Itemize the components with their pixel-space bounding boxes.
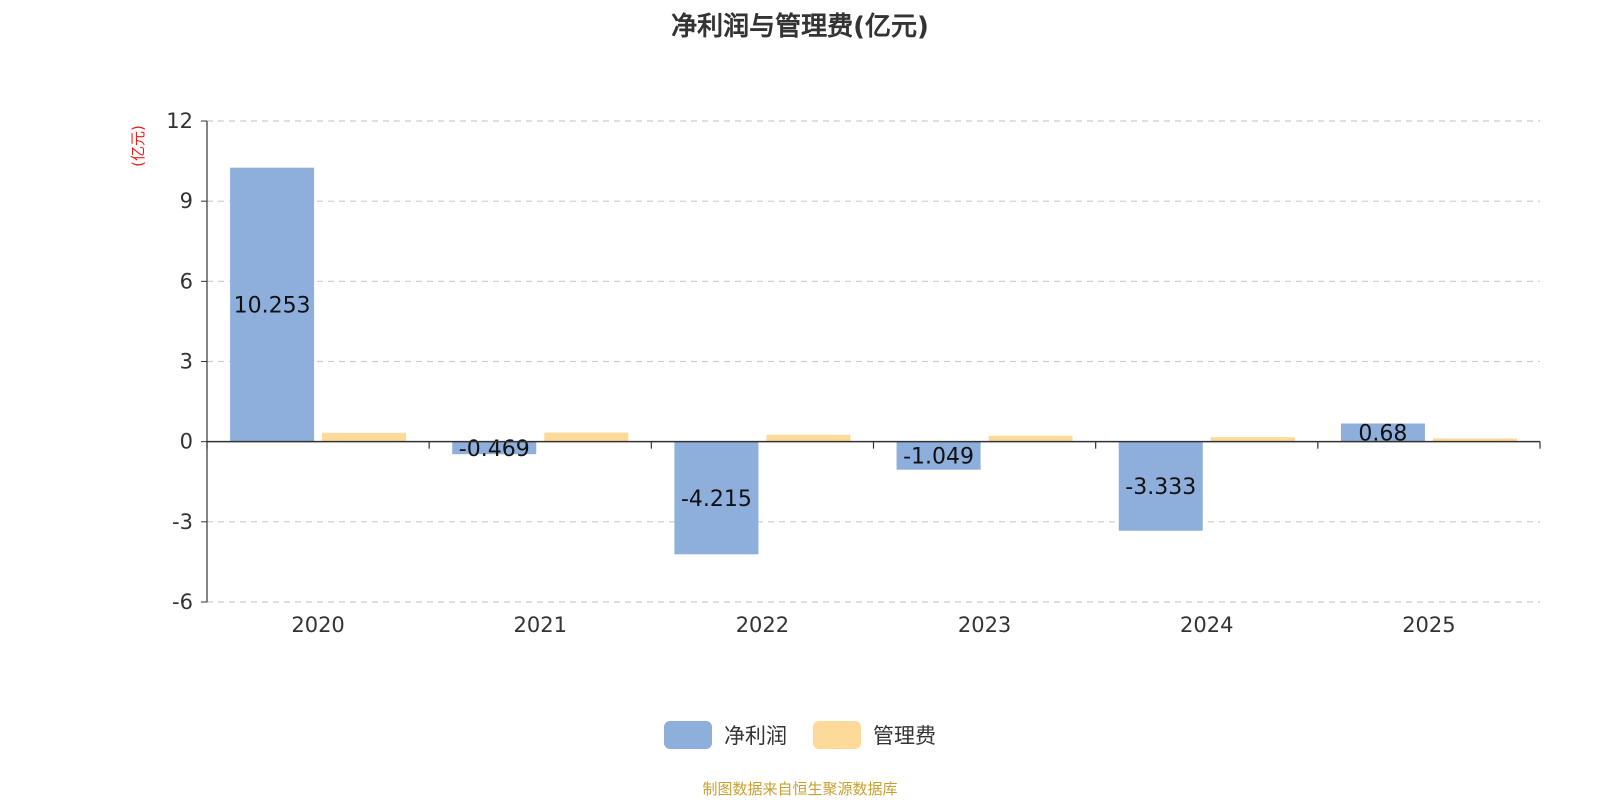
legend: 净利润 管理费 <box>0 720 1600 750</box>
bar-net-profit <box>1340 423 1425 442</box>
bar-admin-expense <box>544 432 629 442</box>
y-tick-label: 3 <box>180 350 193 374</box>
y-axis-unit-label: (亿元) <box>129 125 147 167</box>
y-tick-label: 12 <box>166 109 193 133</box>
legend-swatch-admin-expense <box>813 721 861 749</box>
bar-net-profit <box>452 441 537 455</box>
bar-net-profit <box>1118 441 1203 531</box>
data-label-net-profit: 0.68 <box>1358 422 1407 447</box>
x-tick-label: 2023 <box>958 613 1011 637</box>
y-tick-label: -3 <box>172 510 193 534</box>
y-tick-label: -6 <box>172 590 193 614</box>
data-label-net-profit: -1.049 <box>903 445 974 470</box>
bar-admin-expense <box>1432 438 1517 442</box>
legend-label-admin-expense: 管理费 <box>873 724 936 748</box>
source-note: 制图数据来自恒生聚源数据库 <box>702 780 898 798</box>
y-tick-label: 9 <box>180 189 193 213</box>
bar-net-profit <box>230 167 315 442</box>
data-label-net-profit: 10.253 <box>234 294 311 319</box>
chart-title: 净利润与管理费(亿元) <box>671 12 929 42</box>
x-tick-label: 2022 <box>736 613 789 637</box>
bar-admin-expense <box>1210 437 1295 442</box>
legend-label-net-profit: 净利润 <box>724 724 787 748</box>
bar-admin-expense <box>766 434 851 442</box>
bar-admin-expense <box>322 432 407 442</box>
data-label-net-profit: -4.215 <box>681 487 752 512</box>
x-tick-label: 2020 <box>291 613 344 637</box>
y-tick-label: 6 <box>180 269 193 293</box>
data-label-net-profit: -0.469 <box>459 437 530 462</box>
legend-item-admin-expense[interactable]: 管理费 <box>813 720 936 750</box>
x-tick-label: 2025 <box>1402 613 1455 637</box>
bar-net-profit <box>674 441 759 555</box>
y-tick-label: 0 <box>180 430 193 454</box>
legend-item-net-profit[interactable]: 净利润 <box>664 720 787 750</box>
bar-admin-expense <box>988 435 1073 442</box>
data-label-net-profit: -3.333 <box>1125 475 1196 500</box>
x-tick-label: 2021 <box>514 613 567 637</box>
legend-swatch-net-profit <box>664 721 712 749</box>
x-tick-label: 2024 <box>1180 613 1233 637</box>
bar-net-profit <box>896 441 981 470</box>
